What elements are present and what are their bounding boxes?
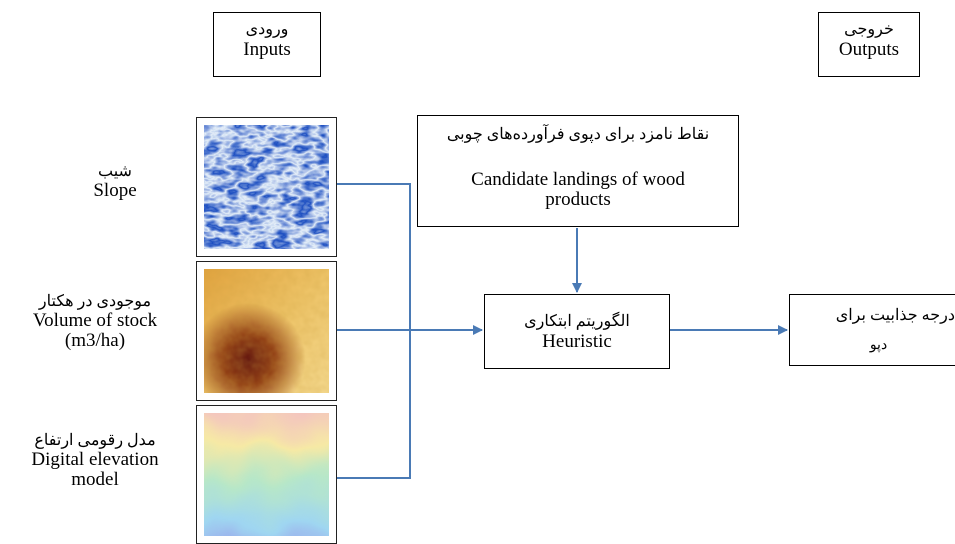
dem-label-fa: مدل رقومی ارتفاع [34,432,156,449]
heuristic-en: Heuristic [542,331,612,352]
slope-label-en: Slope [93,179,137,201]
outputs-header-fa: خروجی [844,21,894,38]
input-label-dem: مدل رقومی ارتفاع Digital elevation model [0,432,190,491]
volume-label-fa: موجودی در هکتار [38,293,152,310]
slope-map-image [196,117,337,257]
dem-map-graphic [204,413,329,536]
attractiveness-fa: درجه جذابیت برای [835,307,955,324]
volume-map-image [196,261,337,401]
volume-map-graphic [204,269,329,393]
candidate-landings-fa: نقاط نامزد برای دپوی فرآورده‌های چوبی [446,126,710,143]
heuristic-fa: الگوریتم ابتکاری [524,313,630,330]
input-label-volume: موجودی در هکتار Volume of stock (m3/ha) [0,293,190,352]
candidate-landings-en: Candidate landings of wood products [471,169,685,210]
outputs-header-en: Outputs [838,39,900,60]
inputs-header-fa: ورودی [245,21,289,38]
inputs-header-box: ورودی Inputs [213,12,321,77]
input-label-slope: شیب Slope [40,163,190,201]
volume-label-en2: (m3/ha) [64,330,126,352]
heuristic-box: الگوریتم ابتکاری Heuristic [484,294,670,369]
attractiveness-output-box: درجه جذابیت برای دپو [789,294,955,366]
slope-connector-line [337,183,411,330]
candidate-landings-box: نقاط نامزد برای دپوی فرآورده‌های چوبی Ca… [417,115,739,227]
dem-label-en: Digital elevation [31,448,159,470]
slope-label-fa: شیب [98,163,132,180]
slope-map-graphic [204,125,329,249]
dem-map-image [196,405,337,544]
attractiveness-fa2: دپو [869,338,888,353]
inputs-header-en: Inputs [243,39,291,60]
dem-label-en2: model [71,469,119,491]
outputs-header-box: خروجی Outputs [818,12,920,77]
volume-label-en: Volume of stock [32,309,158,331]
dem-connector-line [337,330,411,479]
